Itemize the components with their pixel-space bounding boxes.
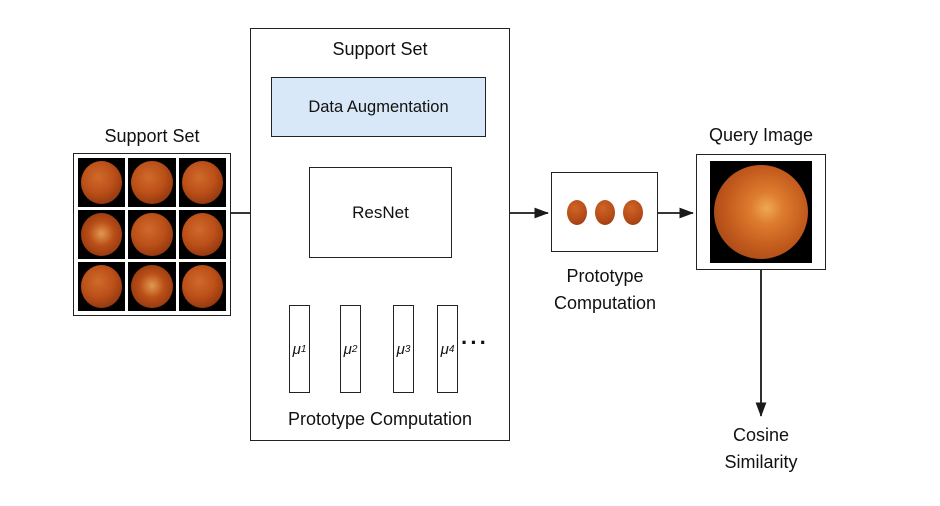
mu-subscript: 4 (448, 343, 455, 355)
mu-subscript: 1 (300, 343, 307, 355)
mu-symbol: μ (396, 340, 405, 358)
mu-subscript: 3 (404, 343, 411, 355)
data-augmentation-box: Data Augmentation (271, 77, 486, 137)
fundus-thumbnail (178, 158, 226, 207)
fundus-image (181, 212, 224, 257)
prototype-dot (622, 199, 643, 225)
query-image-box (696, 154, 826, 270)
mu-symbol: μ (343, 340, 352, 358)
fundus-image (131, 212, 173, 257)
query-fundus-image (714, 165, 808, 259)
vectors-ellipsis: ··· (461, 330, 489, 355)
support-set-grid (73, 153, 231, 316)
support-set-left-label: Support Set (104, 126, 200, 146)
fundus-image (131, 160, 173, 205)
mu-symbol: μ (440, 340, 449, 358)
fundus-thumbnail (178, 210, 226, 259)
fundus-thumbnail (78, 262, 126, 311)
fundus-thumbnail (128, 210, 176, 259)
prototype-dots-box (551, 172, 658, 252)
mu-symbol: μ (292, 340, 301, 358)
prototype-computation-line1: Prototype (566, 266, 644, 286)
fundus-image (181, 160, 224, 205)
cosine-line2: Similarity (724, 452, 798, 472)
fundus-thumbnail (128, 158, 176, 207)
prototype-computation-line2: Computation (553, 293, 657, 313)
query-image-label: Query Image (708, 125, 814, 145)
fundus-thumbnail (128, 262, 176, 311)
prototype-dot (594, 199, 615, 225)
fundus-thumbnail (78, 158, 126, 207)
cosine-line1: Cosine (732, 425, 790, 445)
prototype-dot (566, 199, 587, 225)
cosine-similarity-label: Cosine Similarity (690, 422, 832, 476)
fundus-image (131, 264, 173, 309)
fundus-image (181, 264, 224, 309)
pipeline-caption: Prototype Computation (287, 409, 473, 429)
pipeline-title: Support Set (332, 39, 428, 59)
fundus-image (80, 212, 123, 257)
prototype-computation-label: Prototype Computation (519, 263, 691, 317)
mu-subscript: 2 (351, 343, 358, 355)
fundus-thumbnail (78, 210, 126, 259)
query-fundus-frame (710, 161, 812, 263)
fundus-image (80, 264, 123, 309)
resnet-box: ResNet (309, 167, 452, 258)
fundus-image (80, 160, 123, 205)
fundus-thumbnail (178, 262, 226, 311)
